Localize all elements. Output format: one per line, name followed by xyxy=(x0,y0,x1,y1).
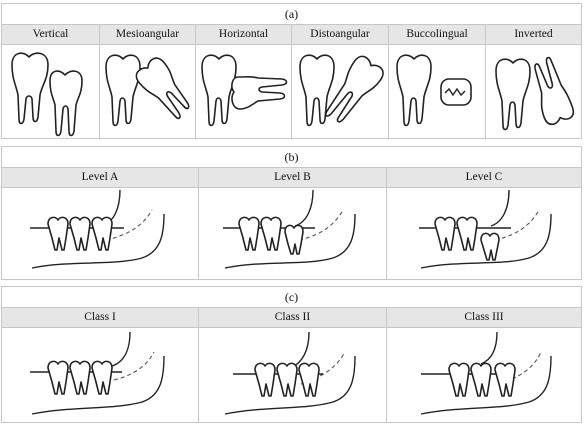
buccolingual-tooth-illustration xyxy=(396,54,472,127)
mesioangular-tooth-illustration xyxy=(105,54,190,127)
inverted-tooth-illustration xyxy=(495,56,574,131)
label-level-a: Level A xyxy=(2,168,198,188)
label-inverted: Inverted xyxy=(486,25,581,45)
cell-horizontal: Horizontal xyxy=(195,24,291,139)
cell-vertical: Vertical xyxy=(1,24,99,139)
label-distoangular: Distoangular xyxy=(292,25,388,45)
label-horizontal: Horizontal xyxy=(196,25,291,45)
cell-class-iii: Class III xyxy=(386,307,582,423)
class-ii-jaw-illustration xyxy=(224,331,356,415)
distoangular-tooth-illustration xyxy=(299,54,384,127)
cell-class-ii: Class II xyxy=(198,307,386,423)
panel-c-title: (c) xyxy=(1,286,582,307)
level-c-jaw-illustration xyxy=(419,189,552,269)
label-level-c: Level C xyxy=(387,168,581,188)
panel-a: (a) Vertical Mesioangular Horizontal xyxy=(1,3,582,139)
cell-level-a: Level A xyxy=(1,167,198,280)
label-vertical: Vertical xyxy=(2,25,99,45)
label-buccolingual: Buccolingual xyxy=(389,25,485,45)
panel-b: (b) Level A Level B xyxy=(1,146,582,280)
label-class-iii: Class III xyxy=(387,308,581,328)
class-iii-jaw-illustration xyxy=(420,331,552,415)
label-level-b: Level B xyxy=(199,168,386,188)
label-class-ii: Class II xyxy=(199,308,386,328)
panel-b-title: (b) xyxy=(1,146,582,167)
panel-a-title: (a) xyxy=(1,3,582,24)
panel-c: (c) Class I Class II xyxy=(1,286,582,423)
cell-inverted: Inverted xyxy=(485,24,582,139)
label-mesioangular: Mesioangular xyxy=(100,25,195,45)
label-class-i: Class I xyxy=(2,308,198,328)
vertical-tooth-illustration xyxy=(11,52,83,137)
level-a-jaw-illustration xyxy=(30,189,165,269)
level-b-jaw-illustration xyxy=(223,189,356,269)
cell-level-c: Level C xyxy=(386,167,582,280)
class-i-jaw-illustration xyxy=(30,331,165,415)
horizontal-tooth-illustration xyxy=(201,54,288,127)
cell-buccolingual: Buccolingual xyxy=(388,24,485,139)
cell-distoangular: Distoangular xyxy=(291,24,388,139)
cell-class-i: Class I xyxy=(1,307,198,423)
cell-mesioangular: Mesioangular xyxy=(99,24,195,139)
cell-level-b: Level B xyxy=(198,167,386,280)
